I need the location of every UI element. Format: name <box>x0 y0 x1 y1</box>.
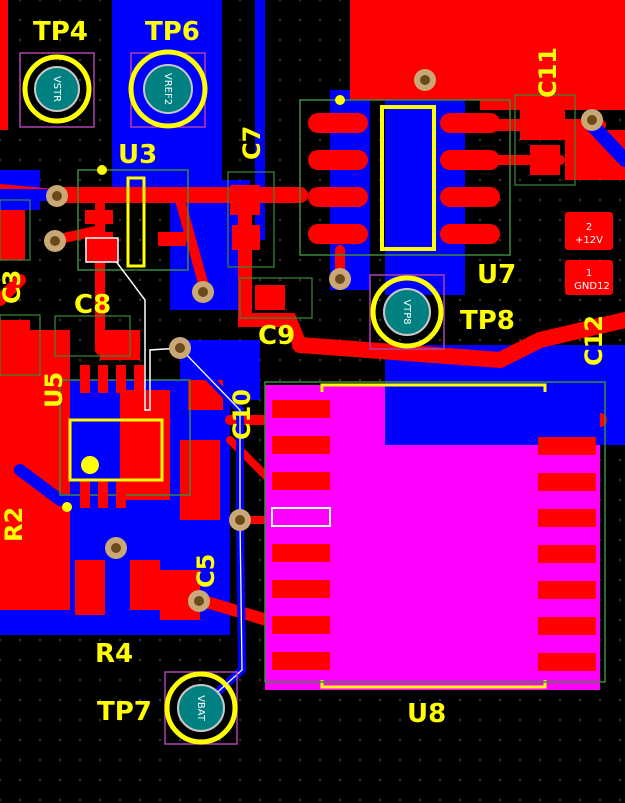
c5-label: C5 <box>192 554 220 588</box>
conn-pin1-number: 1 <box>586 268 592 279</box>
tp7-testpoint[interactable]: VBAT <box>164 671 238 745</box>
tp4-label: TP4 <box>33 17 88 47</box>
u5-label: U5 <box>40 372 68 408</box>
tp6-label: TP6 <box>145 17 200 47</box>
tp8-label: TP8 <box>460 306 515 336</box>
u7-component <box>299 95 511 256</box>
c9-label: C9 <box>258 321 295 351</box>
via-holes <box>50 75 597 606</box>
tp7-pin-label: VBAT <box>195 695 206 722</box>
r4-label: R4 <box>95 639 133 669</box>
u8-silkscreen <box>320 383 547 689</box>
conn-pin1-net: GND12 <box>574 281 610 292</box>
u5-component <box>59 365 191 512</box>
u7-label: U7 <box>477 260 516 290</box>
u8-pads <box>271 400 596 671</box>
misc-courtyards <box>0 94 576 376</box>
u3-label: U3 <box>118 140 157 170</box>
c10-label: C10 <box>228 389 256 440</box>
tp4-testpoint[interactable]: VSTR <box>19 52 95 128</box>
tp6-testpoint[interactable]: VREF2 <box>128 49 208 129</box>
tp8-testpoint[interactable]: VTP8 <box>369 274 445 350</box>
c8-label: C8 <box>74 290 111 320</box>
tp7-label: TP7 <box>97 697 152 727</box>
r2-label: R2 <box>0 507 28 542</box>
c3-label: C3 <box>0 270 26 304</box>
u8-label: U8 <box>407 699 446 729</box>
conn-pin2-number: 2 <box>586 222 592 233</box>
tp8-pin-label: VTP8 <box>401 299 412 324</box>
u8-courtyard <box>264 381 606 683</box>
c12-label: C12 <box>580 315 608 366</box>
tp4-pin-label: VSTR <box>51 76 62 102</box>
conn-pin2-net: +12V <box>575 235 603 246</box>
c11-label: C11 <box>534 47 562 98</box>
c7-label: C7 <box>238 126 266 160</box>
tp6-pin-label: VREF2 <box>162 73 173 105</box>
